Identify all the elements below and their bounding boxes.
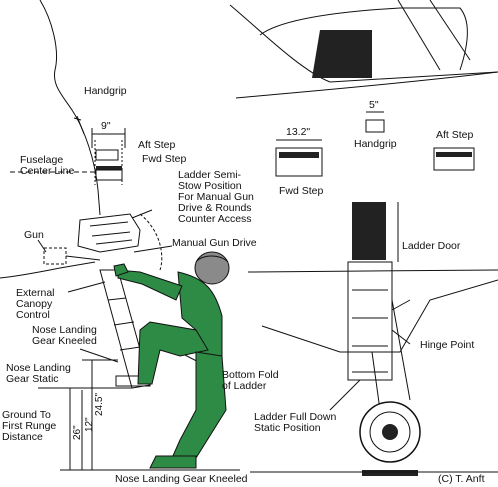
ladder-rungs-deployed <box>107 297 141 351</box>
label-gun: Gun <box>24 229 44 241</box>
handgrip-detail <box>365 119 385 133</box>
label-hinge-point: Hinge Point <box>420 339 475 351</box>
aft-step-shape <box>95 149 119 161</box>
pilot-helmet <box>194 251 230 285</box>
label-manual-gun-drive: Manual Gun Drive <box>172 237 257 249</box>
fwd-step-detail-fill <box>279 152 319 158</box>
label-fwd-step-detail: Fwd Step <box>279 185 324 197</box>
hinge-leader-1 <box>391 299 411 311</box>
label-handgrip-detail: Handgrip <box>354 138 397 150</box>
ladder-rungs-stowed <box>89 221 133 245</box>
hinge-leader-2 <box>391 329 411 345</box>
gun-leader <box>37 239 47 253</box>
semi-stow-leader <box>131 209 153 219</box>
label-external-canopy-control: External Canopy Control <box>16 287 55 321</box>
fwd-step-box <box>95 169 123 181</box>
label-ladder-door: Ladder Door <box>402 240 461 252</box>
label-dim-13-2: 13.2" <box>286 126 311 138</box>
label-dim-26: 26" <box>72 425 83 440</box>
label-nose-gear-kneeled-bottom: Nose Landing Gear Kneeled <box>115 473 248 485</box>
canopy-glass <box>259 7 468 71</box>
label-aft-step: Aft Step <box>138 139 176 151</box>
fwd-step-shape <box>96 166 122 170</box>
label-dim-12: 12" <box>84 417 95 432</box>
canopy-control-leader <box>67 281 106 293</box>
label-aft-step-detail: Aft Step <box>436 129 474 141</box>
label-fuselage-center-line: Fuselage Center Line <box>20 154 75 177</box>
label-dim-5: 5" <box>369 99 379 111</box>
canopy-rail <box>235 71 498 99</box>
label-ground-to-rung: Ground To First Runge Distance <box>2 409 57 443</box>
aft-step-detail <box>433 147 475 171</box>
ladder-full-down-rungs <box>352 289 388 373</box>
pilot-standing-leg <box>171 351 227 459</box>
label-nose-gear-static: Nose Landing Gear Static <box>6 362 71 385</box>
wheel-hub <box>382 424 398 440</box>
fwd-step-detail <box>275 147 323 177</box>
gear-struts <box>371 299 411 411</box>
canopy-frame-2 <box>429 0 471 61</box>
label-dim-9: 9" <box>101 120 111 132</box>
ejection-seat-silhouette <box>312 30 372 78</box>
kneeled-leader <box>79 348 119 363</box>
pilot-visor <box>195 255 229 263</box>
aft-step-detail-fill <box>436 152 472 157</box>
fuselage-nose-outline <box>39 0 101 216</box>
canopy-frame-1 <box>397 0 441 71</box>
nose-gear-strut <box>261 279 498 353</box>
label-fwd-step: Fwd Step <box>142 153 187 165</box>
gun-outline <box>43 247 67 265</box>
label-bottom-fold: Bottom Fold of Ladder <box>222 369 279 392</box>
label-dim-24-5: 24.5" <box>94 392 105 416</box>
gun-barrel-line <box>65 255 101 261</box>
full-down-leader <box>329 379 361 411</box>
label-ladder-full-down: Ladder Full Down Static Position <box>254 411 337 434</box>
pilot-raised-leg <box>137 321 209 385</box>
pilot-hand <box>113 263 129 277</box>
gun-drive-leader <box>133 245 173 253</box>
pilot-arm <box>117 269 183 301</box>
label-copyright: (C) T. Anft <box>438 473 485 485</box>
wheel-ground-contact <box>362 470 418 476</box>
ladder-swing-arc <box>139 213 163 271</box>
pilot-figure <box>113 251 230 469</box>
canopy-outline <box>229 4 498 83</box>
label-nose-gear-kneeled: Nose Landing Gear Kneeled <box>32 324 97 347</box>
fuselage-lower-line <box>0 261 96 279</box>
ladder-full-down <box>347 261 393 381</box>
pilot-boot <box>149 455 197 469</box>
ladder-door-opening <box>352 202 386 260</box>
handgrip-leader <box>73 117 82 121</box>
label-handgrip: Handgrip <box>84 85 127 97</box>
ladder-semi-stow <box>77 213 141 253</box>
fuselage-line-right <box>247 269 498 273</box>
label-ladder-semi-stow: Ladder Semi- Stow Position For Manual Gu… <box>178 169 254 225</box>
